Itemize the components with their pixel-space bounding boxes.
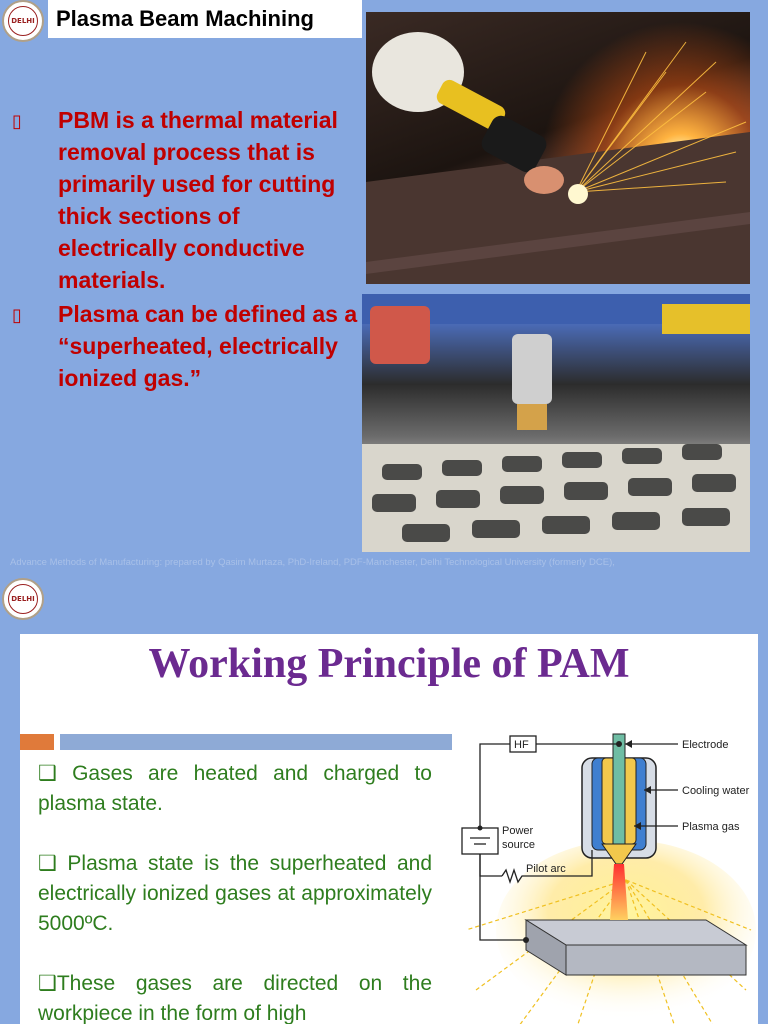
university-logo: DELHI [2, 0, 44, 42]
slide-working-principle: Working Principle of PAM ❑ Gases are hea… [20, 634, 758, 1024]
label-source: source [502, 839, 535, 851]
plasma-cutting-photo [366, 12, 750, 284]
label-power: Power [502, 825, 534, 837]
paragraph: ❑These gases are directed on the workpie… [38, 972, 432, 1024]
bullet-list: ▯ PBM is a thermal material removal proc… [12, 104, 362, 394]
label-pilot-arc: Pilot arc [526, 863, 566, 875]
label-electrode: Electrode [682, 739, 728, 751]
label-plasma-gas: Plasma gas [682, 821, 740, 833]
plasma-torch-diagram: HF Power source Pilot arc Electrode Cool… [456, 730, 756, 1024]
bullet-marker-icon: ▯ [12, 111, 22, 132]
logo-text: DELHI [11, 17, 35, 25]
slide-title: Working Principle of PAM [148, 641, 630, 687]
label-hf: HF [514, 739, 529, 751]
logo-text: DELHI [11, 595, 35, 603]
bullet-text: Plasma can be defined as a “superheated,… [58, 301, 358, 391]
slide-title: Plasma Beam Machining [48, 0, 362, 38]
paragraph: ❑ Plasma state is the superheated and el… [38, 852, 432, 935]
bullet-item: ▯ Plasma can be defined as a “superheate… [12, 298, 362, 394]
bullet-text: PBM is a thermal material removal proces… [58, 107, 338, 293]
label-cooling-water: Cooling water [682, 785, 750, 797]
cnc-plasma-table-photo [362, 294, 750, 552]
bullet-item: ▯ PBM is a thermal material removal proc… [12, 104, 362, 296]
paragraph: ❑ Gases are heated and charged to plasma… [38, 762, 432, 815]
university-logo: DELHI [2, 578, 44, 620]
principle-text: ❑ Gases are heated and charged to plasma… [38, 759, 432, 1024]
accent-bar [60, 734, 452, 750]
footer-credit: Advance Methods of Manufacturing: prepar… [10, 557, 615, 568]
accent-bar [20, 734, 54, 750]
bullet-marker-icon: ▯ [12, 305, 22, 326]
